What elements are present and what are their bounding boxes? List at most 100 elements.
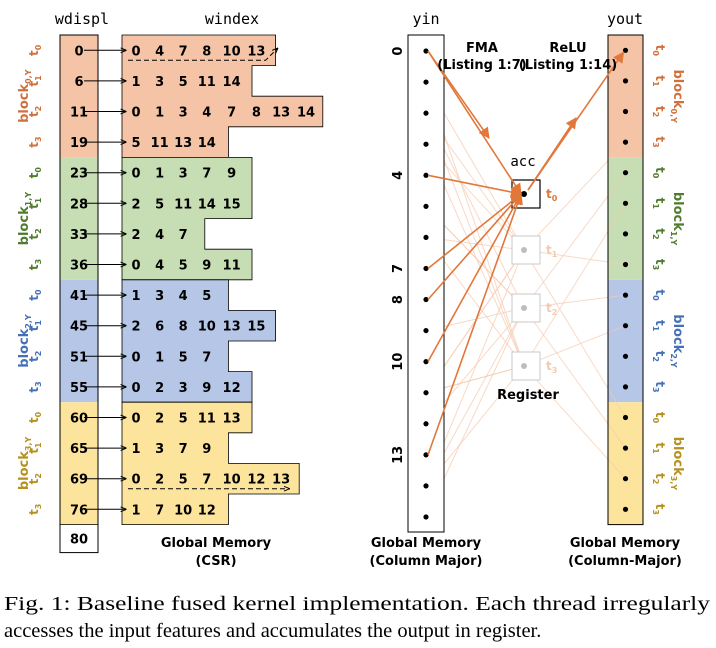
thread-label-index: 3	[651, 387, 660, 393]
csr-memory-sub: (CSR)	[195, 554, 236, 569]
windex-value: 1	[155, 167, 164, 182]
wdispl-value: 65	[70, 442, 88, 457]
wdispl-value: 41	[70, 289, 88, 304]
thread-label-index: 1	[651, 326, 660, 332]
windex-value: 7	[179, 442, 188, 457]
windex-value: 2	[131, 320, 140, 335]
windex-value: 7	[202, 350, 211, 365]
windex-value: 7	[179, 44, 188, 59]
register-label-index: 3	[552, 366, 558, 375]
yin-element-dot	[423, 452, 429, 458]
wdispl-value: 51	[70, 350, 88, 365]
yin-element-dot	[423, 265, 429, 272]
thread-label: t0	[27, 167, 43, 179]
windex-value: 3	[155, 442, 164, 457]
yout-band-1	[608, 157, 643, 280]
yin-element-dot	[423, 110, 429, 116]
register-label-index: 1	[552, 250, 558, 259]
thread-label-index: 1	[651, 448, 660, 454]
windex-value: 1	[155, 350, 164, 365]
register-dot	[521, 191, 527, 197]
windex-value: 5	[179, 350, 188, 365]
windex-value: 13	[223, 320, 241, 335]
windex-value: 8	[252, 106, 261, 121]
thread-label: t3	[651, 136, 667, 147]
register-label: Register	[497, 388, 559, 403]
thread-label: t1	[651, 442, 667, 454]
block-label: block3,Y	[17, 436, 33, 490]
yin-element-dot	[423, 172, 429, 178]
yin-element-dot	[423, 421, 429, 427]
windex-value: 4	[155, 44, 164, 59]
thread-label-index: 3	[651, 142, 660, 148]
yout-element-dot	[622, 353, 629, 359]
windex-value: 3	[179, 106, 188, 121]
thread-label-index: 2	[651, 479, 660, 485]
faint-output-line	[523, 249, 626, 418]
thread-label: t1	[27, 320, 43, 332]
block-label-sub: 0,Y	[669, 109, 678, 124]
yin-memory-sub: (Column Major)	[370, 554, 483, 569]
thread-label: t1	[27, 442, 43, 454]
windex-value: 15	[223, 197, 241, 212]
thread-label-index: 1	[651, 203, 660, 209]
windex-value: 2	[131, 228, 140, 243]
block-label-sub: 3,Y	[24, 436, 33, 451]
wdispl-title: wdispl	[55, 10, 109, 28]
thread-label: t3	[27, 504, 43, 515]
windex-value: 14	[198, 197, 216, 212]
windex-value: 13	[272, 106, 290, 121]
thread-label-index: 0	[34, 289, 43, 295]
thread-label: t3	[27, 259, 43, 270]
relu-listing-label: (Listing 1:14)	[519, 58, 617, 73]
windex-value: 11	[151, 136, 169, 151]
thread-label-index: 1	[651, 81, 660, 87]
yin-row-label: 0	[391, 47, 406, 56]
block-label-sub: 1,Y	[669, 231, 678, 246]
yin-element-dot	[423, 483, 429, 489]
block-label: block2,Y	[669, 314, 685, 368]
fma-access-arrow	[427, 193, 522, 363]
block-label: block0,Y	[17, 69, 33, 123]
windex-value: 9	[202, 442, 211, 457]
thread-label: t3	[27, 136, 43, 147]
wdispl-value: 11	[70, 106, 88, 121]
thread-label-index: 2	[34, 228, 43, 234]
windex-value: 3	[155, 75, 164, 90]
windex-value: 7	[155, 503, 164, 518]
thread-label-index: 2	[651, 234, 660, 240]
windex-value: 13	[272, 473, 290, 488]
thread-label-index: 3	[651, 509, 660, 515]
windex-value: 11	[198, 75, 216, 90]
register-dot	[521, 305, 527, 311]
yout-memory-sub: (Column-Major)	[568, 554, 682, 569]
wdispl-value: 76	[70, 503, 88, 518]
thread-label: t2	[27, 106, 43, 117]
wdispl-band-0	[60, 35, 98, 158]
windex-value: 7	[202, 473, 211, 488]
thread-label: t2	[651, 106, 667, 117]
thread-label: t0	[651, 289, 667, 301]
traversal-dashed-arrow	[128, 48, 278, 61]
windex-value: 3	[155, 289, 164, 304]
relu-arrow-head	[527, 117, 577, 191]
wdispl-value: 69	[70, 473, 88, 488]
windex-value: 10	[223, 44, 241, 59]
block-label-sub: 3,Y	[669, 476, 678, 491]
fma-listing-label: (Listing 1:7)	[437, 58, 526, 73]
windex-value: 6	[155, 320, 164, 335]
faint-output-line	[523, 172, 626, 309]
yin-memory-title: Global Memory	[371, 536, 482, 551]
yout-column	[607, 34, 644, 526]
block-bands	[60, 34, 643, 525]
block-label-sub: 1,Y	[24, 192, 33, 207]
windex-value: 13	[223, 412, 241, 427]
thread-label-index: 0	[34, 167, 43, 173]
windex-value: 8	[179, 320, 188, 335]
yout-element-dot	[622, 384, 629, 390]
yout-memory-title: Global Memory	[570, 536, 681, 551]
windex-value: 13	[174, 136, 192, 151]
yout-element-dot	[622, 231, 629, 237]
